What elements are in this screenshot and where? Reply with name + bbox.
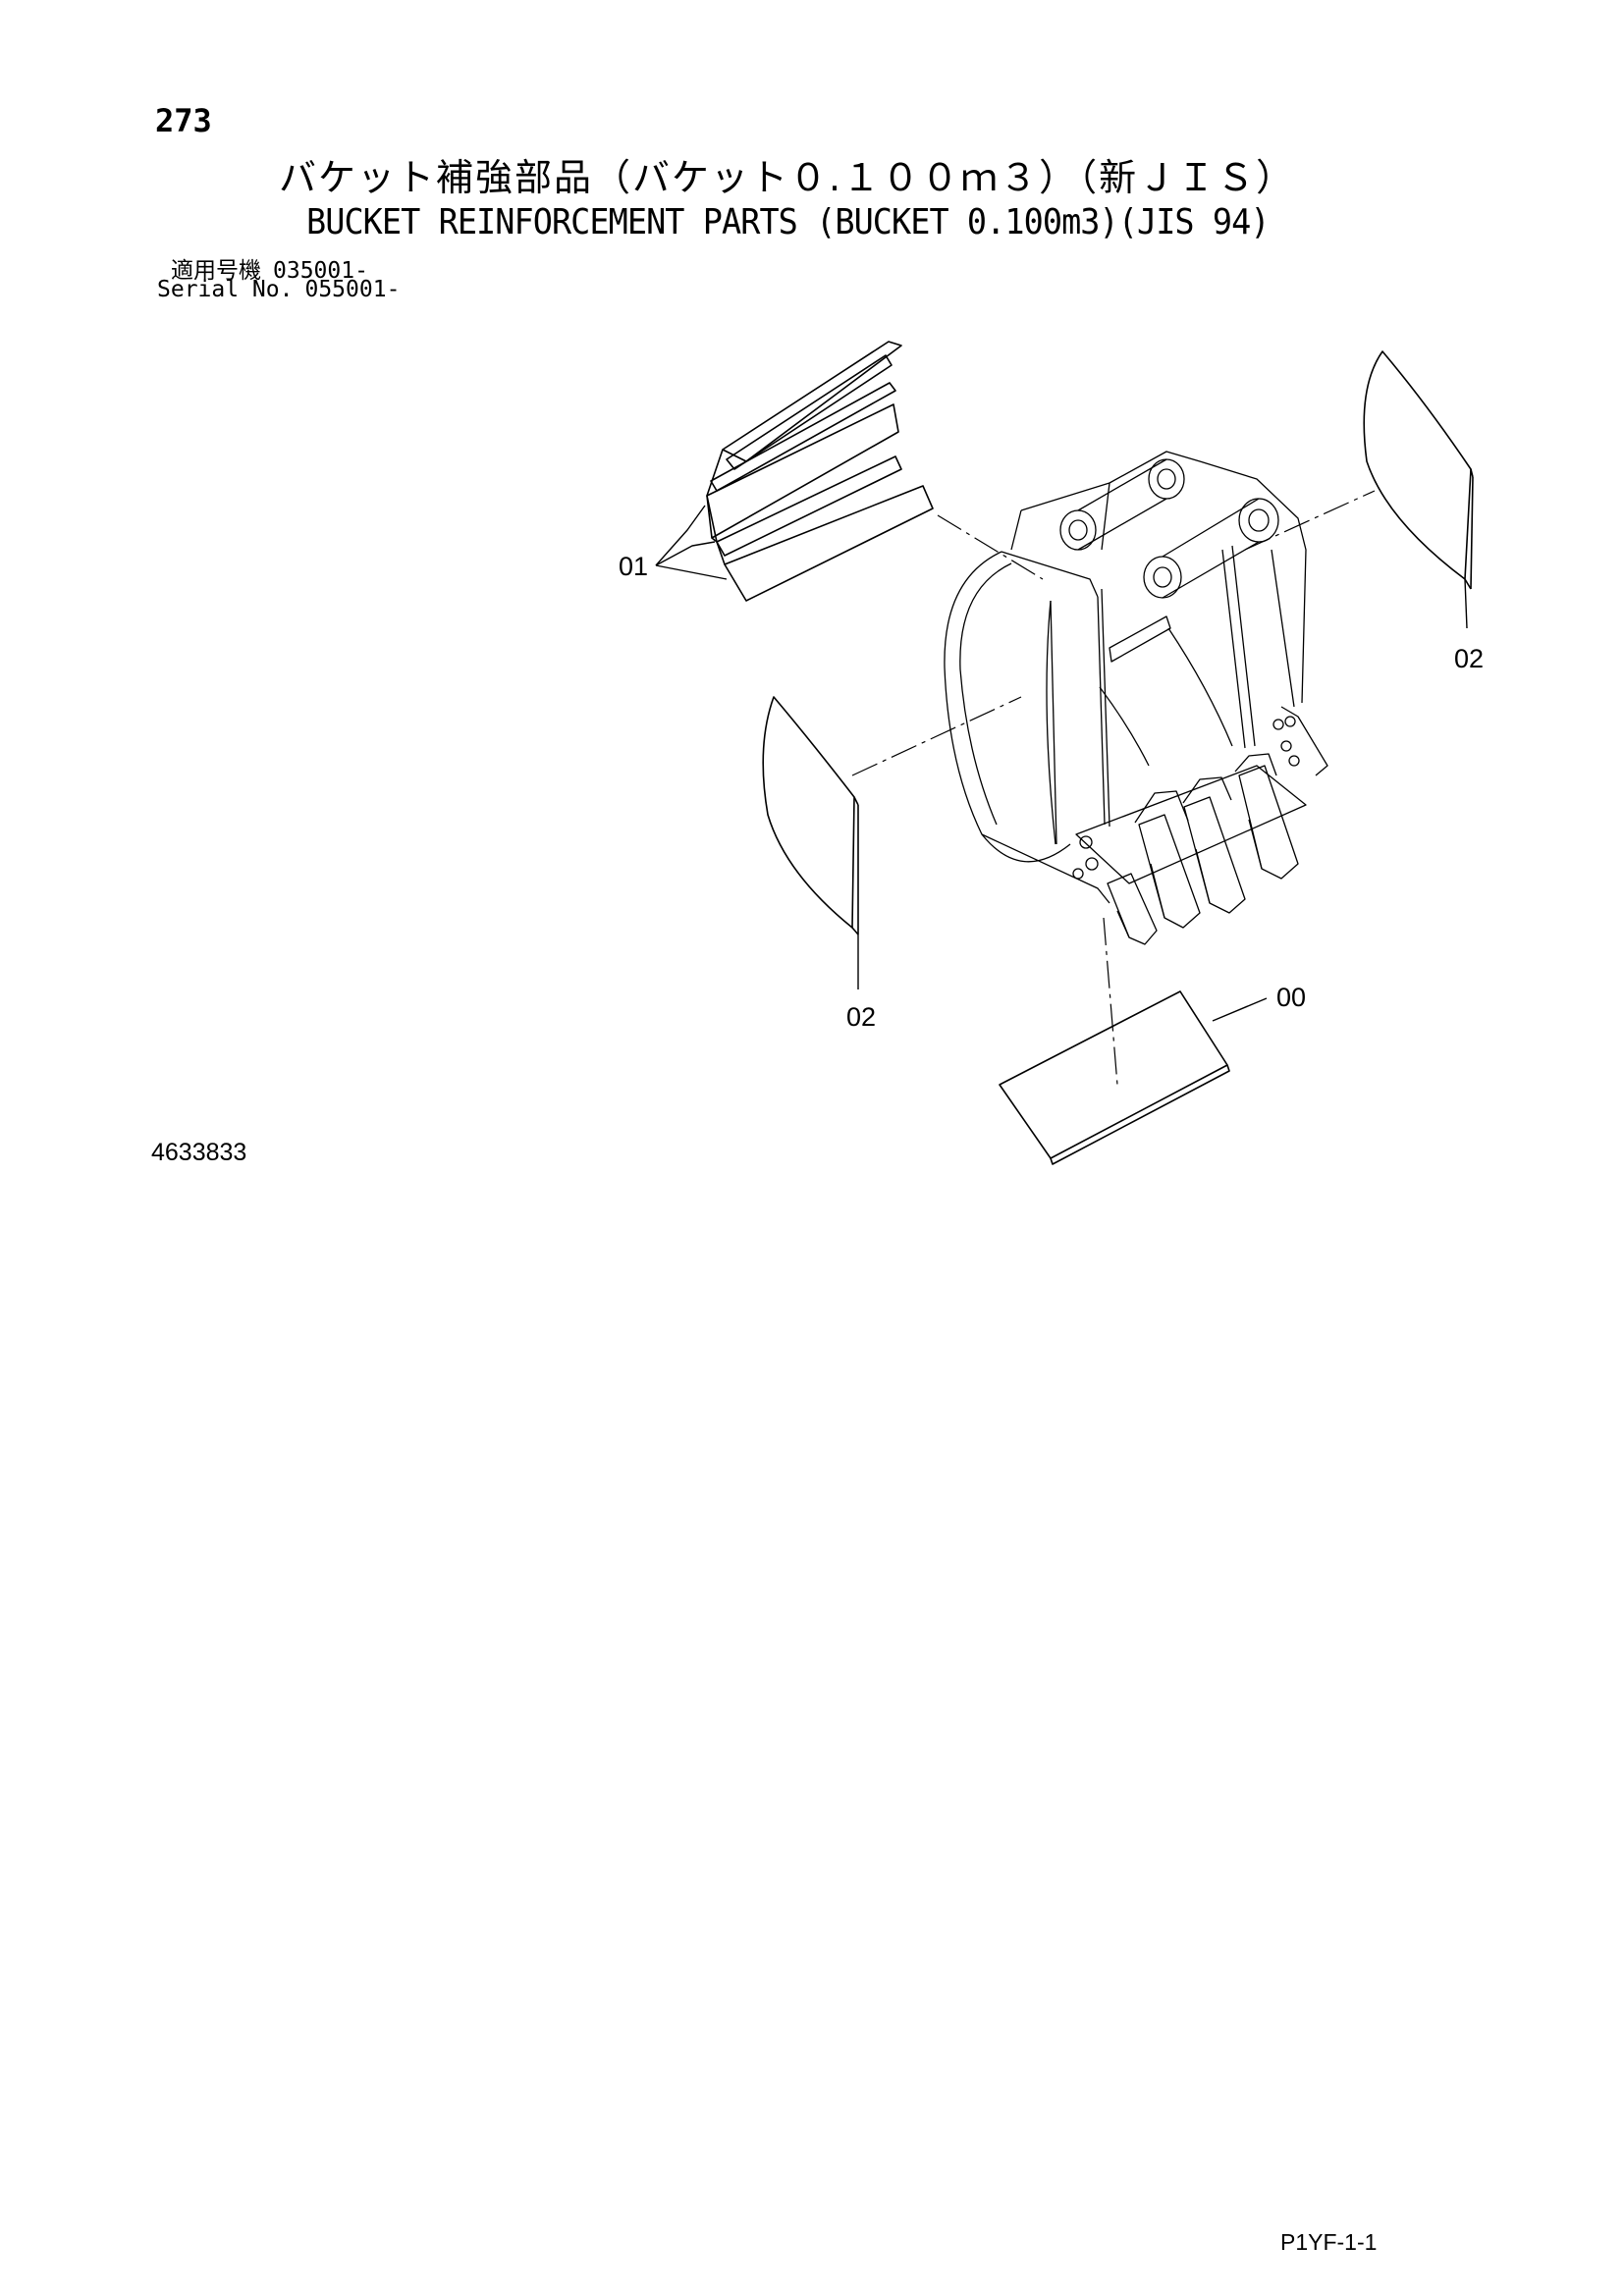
part-02-right-side-plate (1363, 350, 1474, 590)
serial-value-japanese: 035001- (273, 258, 368, 284)
page-title-japanese: バケット補強部品（バケット０.１００ｍ３）（新ＪＩＳ） (279, 156, 1296, 199)
drawing-number: 4633833 (151, 1139, 247, 1166)
bucket-body (944, 451, 1328, 945)
serial-row-japanese: 適用号機 035001- (171, 251, 368, 285)
callout-01: 01 (619, 552, 648, 581)
part-00-bottom-plate (999, 990, 1230, 1165)
leader-lines (655, 505, 1468, 1022)
callout-00: 00 (1276, 983, 1306, 1012)
callout-02-left: 02 (846, 1002, 876, 1032)
center-lines (851, 490, 1376, 1086)
page-title-english: BUCKET REINFORCEMENT PARTS (BUCKET 0.100… (306, 202, 1270, 242)
serial-label-english: Serial No. (157, 277, 294, 302)
serial-value-english: 055001- (304, 277, 401, 302)
callout-02-right: 02 (1454, 644, 1484, 673)
serial-row-english: Serial No. 055001- (157, 277, 400, 302)
part-01-reinforcement-plates (706, 341, 934, 602)
serial-label-japanese: 適用号機 (171, 258, 261, 284)
page-code: P1YF-1-1 (1280, 2229, 1378, 2255)
part-02-left-side-plate (762, 696, 859, 935)
page-number: 273 (155, 102, 212, 139)
